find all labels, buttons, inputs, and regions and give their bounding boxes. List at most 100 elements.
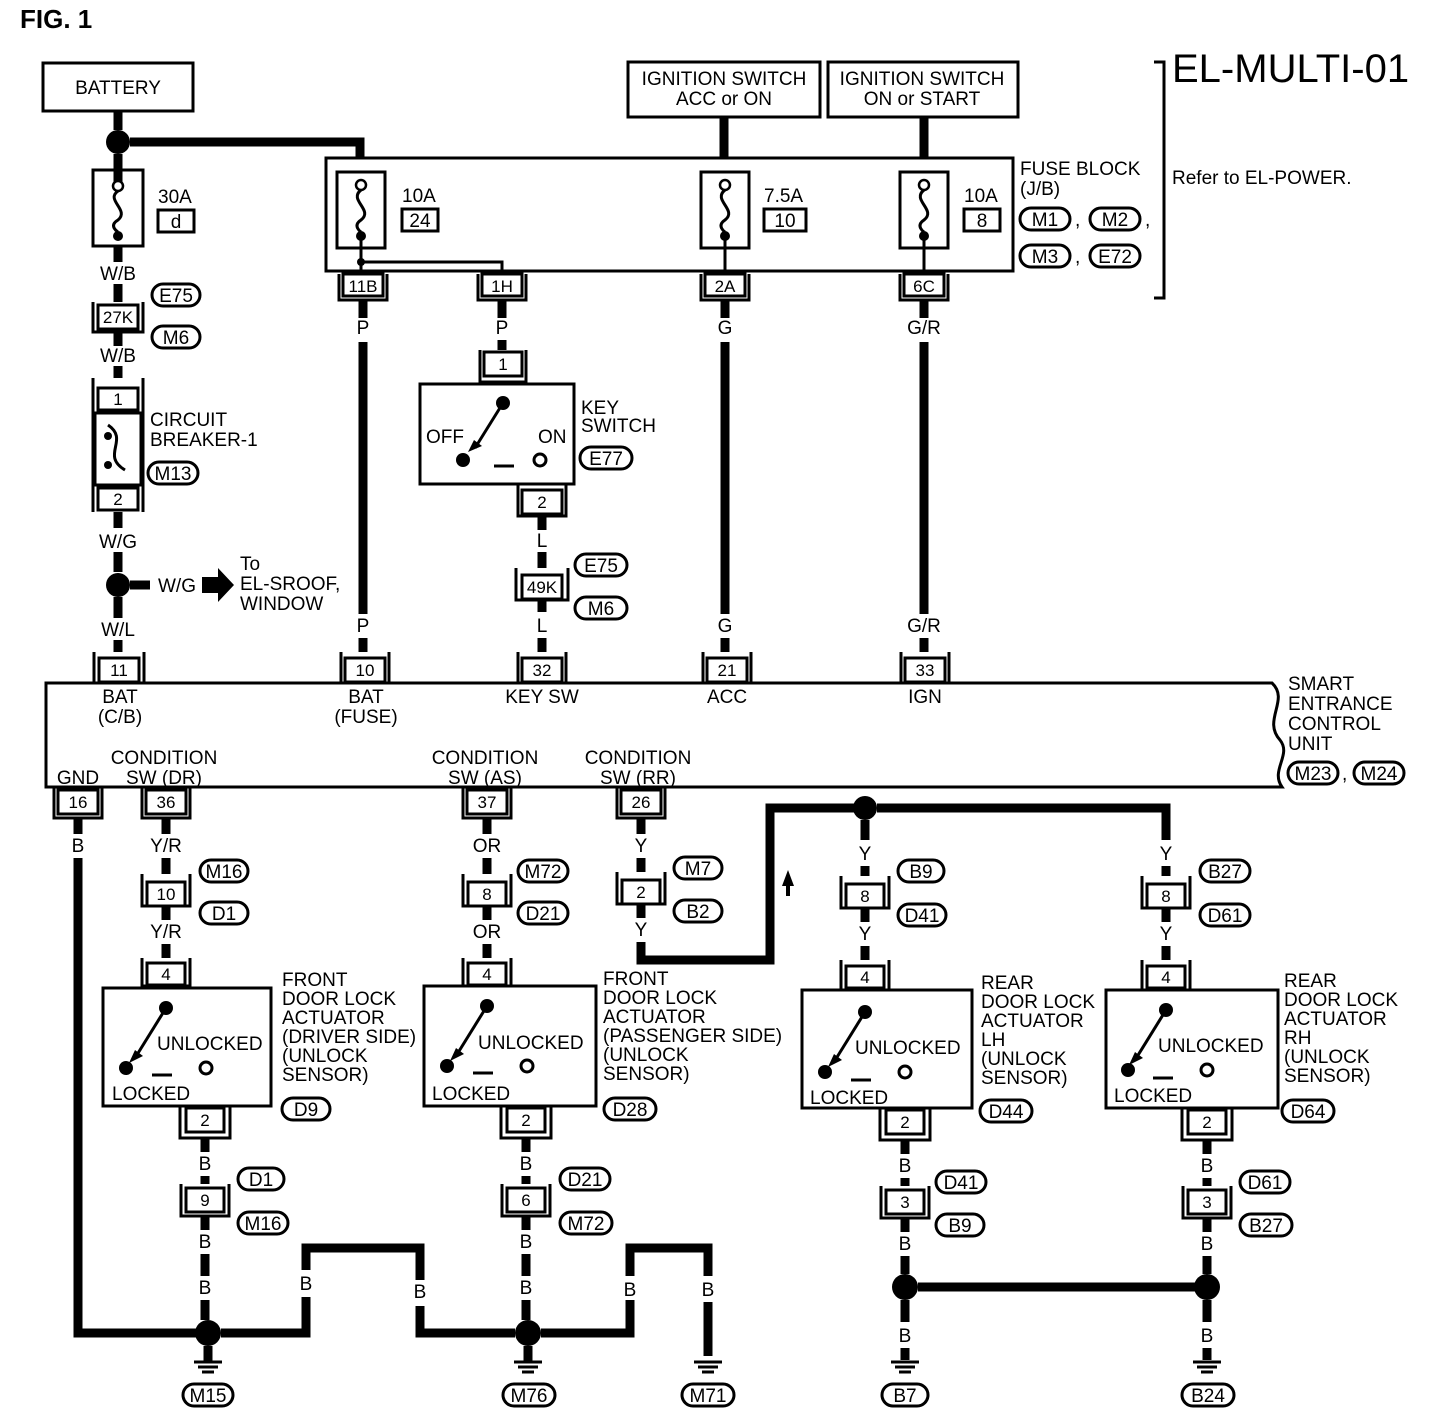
wire-b-d3: B bbox=[199, 1278, 212, 1299]
svg-text:10: 10 bbox=[157, 885, 176, 904]
ground-m71: M71 bbox=[680, 1360, 736, 1408]
wire-b-lh1: B bbox=[899, 1156, 912, 1177]
svg-text:M13: M13 bbox=[155, 464, 192, 485]
svg-text:10A: 10A bbox=[402, 186, 436, 207]
actuator-rear-rh-label: REAR DOOR LOCK ACTUATOR RH (UNLOCK SENSO… bbox=[1284, 971, 1398, 1087]
svg-text:3: 3 bbox=[900, 1193, 909, 1212]
svg-text:,: , bbox=[1342, 764, 1347, 785]
secu-title-2: ENTRANCE bbox=[1288, 694, 1393, 715]
svg-text:LOCKED: LOCKED bbox=[112, 1084, 190, 1105]
wire-b-d1: B bbox=[199, 1154, 212, 1175]
wire-b-j2: B bbox=[414, 1282, 427, 1303]
svg-text:LH: LH bbox=[981, 1030, 1005, 1051]
wire-y-rh-1: Y bbox=[1160, 844, 1173, 865]
ground-junction-b7 bbox=[892, 1274, 918, 1300]
svg-text:,: , bbox=[1145, 210, 1150, 231]
svg-text:4: 4 bbox=[482, 965, 491, 984]
fuse-7-5a-10: 7.5A 10 bbox=[699, 170, 808, 250]
secu-title-3: CONTROL bbox=[1288, 714, 1381, 735]
secu-box bbox=[44, 681, 1286, 789]
svg-text:4: 4 bbox=[1161, 968, 1170, 987]
ground-b7: B7 bbox=[880, 1360, 930, 1408]
wire-g-2: G bbox=[718, 616, 733, 637]
conn-rear-lh-gnd: 3 D41 B9 bbox=[879, 1169, 988, 1238]
svg-text:,: , bbox=[1075, 247, 1080, 268]
wire-b-p2: B bbox=[520, 1232, 533, 1253]
fuse-block-label: FUSE BLOCK bbox=[1020, 159, 1141, 180]
svg-text:B7: B7 bbox=[893, 1386, 916, 1407]
svg-text:SENSOR): SENSOR) bbox=[603, 1064, 690, 1085]
wire-yr-1: Y/R bbox=[150, 836, 182, 857]
svg-text:CONDITION: CONDITION bbox=[111, 748, 218, 769]
battery-junction bbox=[106, 130, 130, 154]
wire-b-p3: B bbox=[520, 1278, 533, 1299]
svg-text:(UNLOCK: (UNLOCK bbox=[1284, 1047, 1370, 1068]
svg-text:27K: 27K bbox=[103, 308, 134, 327]
svg-text:SENSOR): SENSOR) bbox=[282, 1065, 369, 1086]
cb-label-1: CIRCUIT bbox=[150, 410, 227, 431]
ign-on-line1: IGNITION SWITCH bbox=[840, 69, 1005, 90]
wire-y-rh-2: Y bbox=[1160, 924, 1173, 945]
svg-text:(FUSE): (FUSE) bbox=[334, 707, 397, 728]
svg-text:8: 8 bbox=[860, 887, 869, 906]
actuator-rear-lh-label: REAR DOOR LOCK ACTUATOR LH (UNLOCK SENSO… bbox=[981, 973, 1095, 1089]
svg-text:2: 2 bbox=[537, 493, 546, 512]
secu-title-1: SMART bbox=[1288, 674, 1355, 695]
conn-rear-rh-mid: 8 B27 D61 bbox=[1140, 858, 1252, 928]
svg-text:E75: E75 bbox=[159, 286, 193, 307]
svg-text:FRONT: FRONT bbox=[603, 969, 669, 990]
svg-text:E75: E75 bbox=[584, 556, 618, 577]
svg-text:6: 6 bbox=[521, 1191, 530, 1210]
ground-junction-b24 bbox=[1194, 1274, 1220, 1300]
wire-or-1: OR bbox=[473, 836, 502, 857]
wire-b-p1: B bbox=[520, 1154, 533, 1175]
svg-text:2: 2 bbox=[113, 490, 122, 509]
conn-driver-mid: 10 M16 D1 bbox=[140, 858, 250, 926]
svg-text:SW (RR): SW (RR) bbox=[600, 768, 676, 789]
svg-text:D64: D64 bbox=[1291, 1102, 1326, 1123]
actuator-rear-lh: 4 UNLOCKED LOCKED 2 bbox=[800, 960, 974, 1142]
svg-text:DOOR LOCK: DOOR LOCK bbox=[981, 992, 1095, 1013]
fuse-10a-8: 10A 8 bbox=[898, 170, 1002, 250]
svg-text:(C/B): (C/B) bbox=[98, 707, 142, 728]
svg-text:M72: M72 bbox=[568, 1214, 605, 1235]
wire-b-rh1: B bbox=[1201, 1156, 1214, 1177]
secu-title-4: UNIT bbox=[1288, 734, 1333, 755]
tag-m23 bbox=[1286, 760, 1340, 786]
svg-text:LOCKED: LOCKED bbox=[1114, 1086, 1192, 1107]
key-switch-label-1: KEY bbox=[581, 398, 619, 419]
svg-text:(UNLOCK: (UNLOCK bbox=[603, 1045, 689, 1066]
ground-m15: M15 bbox=[181, 1346, 235, 1408]
svg-text:D28: D28 bbox=[613, 1100, 648, 1121]
svg-text:B24: B24 bbox=[1191, 1386, 1225, 1407]
svg-text:10: 10 bbox=[356, 661, 375, 680]
svg-text:UNLOCKED: UNLOCKED bbox=[157, 1034, 263, 1055]
conn-rr: 2 M7 B2 bbox=[615, 855, 724, 924]
svg-text:ACTUATOR: ACTUATOR bbox=[981, 1011, 1084, 1032]
bracket bbox=[1154, 60, 1166, 300]
tag-m6-2 bbox=[573, 595, 629, 621]
svg-text:RH: RH bbox=[1284, 1028, 1311, 1049]
conn-49k: 49K bbox=[514, 568, 570, 602]
svg-text:4: 4 bbox=[860, 968, 869, 987]
svg-text:8: 8 bbox=[1161, 887, 1170, 906]
wire-p-1: P bbox=[357, 318, 370, 339]
svg-text:SENSOR): SENSOR) bbox=[981, 1068, 1068, 1089]
battery-label: BATTERY bbox=[75, 78, 161, 99]
ign-acc-line2: ACC or ON bbox=[676, 89, 772, 110]
wire-g-1: G bbox=[718, 318, 733, 339]
svg-text:CONDITION: CONDITION bbox=[585, 748, 692, 769]
wire-p-3: P bbox=[496, 318, 509, 339]
wire-b-lh3: B bbox=[899, 1326, 912, 1347]
wire-wl: W/L bbox=[101, 620, 135, 641]
svg-text:IGN: IGN bbox=[908, 687, 942, 708]
svg-text:REAR: REAR bbox=[981, 973, 1034, 994]
wire-b-j3: B bbox=[624, 1280, 637, 1301]
svg-text:(DRIVER SIDE): (DRIVER SIDE) bbox=[282, 1027, 416, 1048]
wire-y-lh-1: Y bbox=[859, 844, 872, 865]
svg-text:E77: E77 bbox=[589, 449, 623, 470]
svg-text:SENSOR): SENSOR) bbox=[1284, 1066, 1371, 1087]
svg-text:ACTUATOR: ACTUATOR bbox=[603, 1007, 706, 1028]
fuse-block-jb: (J/B) bbox=[1020, 179, 1060, 200]
